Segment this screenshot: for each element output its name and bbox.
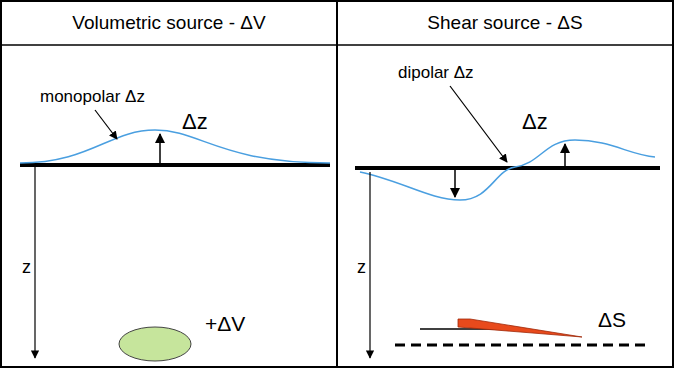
annotation-label: z — [357, 258, 366, 278]
displacement-arrow — [159, 134, 161, 164]
displacement-arrow — [564, 144, 566, 167]
slip-wedge — [458, 319, 582, 337]
leader-arrow — [450, 86, 507, 162]
annotation-label: z — [22, 258, 31, 278]
annotation-label: dipolar Δz — [398, 64, 474, 83]
leader-arrow — [95, 110, 117, 139]
ground-surface — [20, 163, 330, 167]
annotation-label: Δz — [182, 110, 208, 134]
annotation-label: monopolar Δz — [40, 88, 145, 107]
panel-heading: Shear source - ΔS — [338, 2, 672, 34]
annotation-label: Δz — [522, 110, 548, 134]
depth-axis — [34, 167, 35, 358]
panel-cell: Volumetric source - ΔV — [0, 0, 338, 368]
panel-heading: Volumetric source - ΔV — [2, 2, 336, 34]
uplift-curve — [20, 130, 330, 163]
annotation-label: +ΔV — [205, 312, 245, 335]
depth-axis — [369, 172, 370, 358]
dipole-curve — [360, 140, 655, 200]
fault-plane — [395, 344, 645, 347]
annotation-label: ΔS — [598, 308, 626, 331]
displacement-arrow — [454, 169, 456, 197]
volume-source — [119, 327, 191, 361]
